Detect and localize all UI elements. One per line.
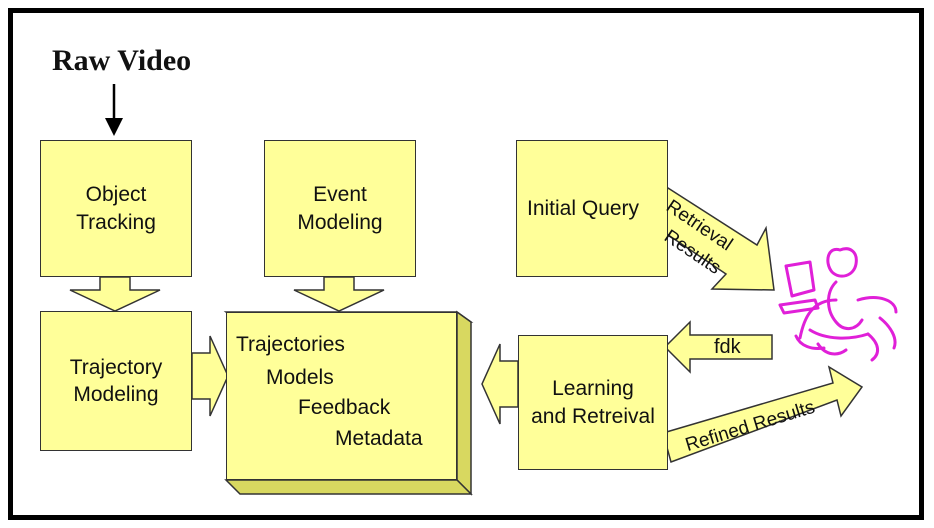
- database-bottom-face: [224, 479, 473, 495]
- database-side-face: [456, 310, 472, 496]
- event-modeling-line1: Event: [313, 183, 367, 207]
- object-tracking-line1: Object: [85, 183, 147, 207]
- down-arrow-event: [293, 276, 385, 312]
- database-trajectories: Trajectories: [236, 333, 345, 356]
- database-feedback: Feedback: [298, 396, 391, 419]
- learning-retrieval-box: Learning and Retreival: [518, 335, 668, 470]
- down-arrow-tracking: [69, 276, 161, 312]
- event-modeling-box: Event Modeling: [264, 140, 416, 277]
- object-tracking-box: Object Tracking: [40, 140, 192, 277]
- database-metadata: Metadata: [335, 427, 423, 450]
- user-icon: [778, 247, 898, 362]
- event-modeling-line2: Modeling: [297, 210, 383, 234]
- right-arrow-trajectory: [191, 335, 229, 417]
- refined-results-arrow: [662, 365, 864, 463]
- learning-line2: and Retreival: [531, 404, 655, 428]
- trajectory-modeling-box: Trajectory Modeling: [40, 311, 192, 451]
- fdk-label: fdk: [714, 336, 741, 358]
- database-box: [226, 312, 457, 480]
- learning-line1: Learning: [552, 377, 634, 401]
- database-models: Models: [266, 366, 334, 389]
- trajectory-modeling-line1: Trajectory: [69, 355, 163, 379]
- initial-query-box: Initial Query: [516, 140, 668, 277]
- trajectory-modeling-line2: Modeling: [73, 383, 159, 406]
- left-arrow-learning: [481, 343, 519, 425]
- initial-query-label: Initial Query: [527, 196, 640, 220]
- raw-video-label: Raw Video: [52, 44, 192, 77]
- object-tracking-line2: Tracking: [76, 210, 156, 234]
- fdk-arrow: [663, 320, 773, 374]
